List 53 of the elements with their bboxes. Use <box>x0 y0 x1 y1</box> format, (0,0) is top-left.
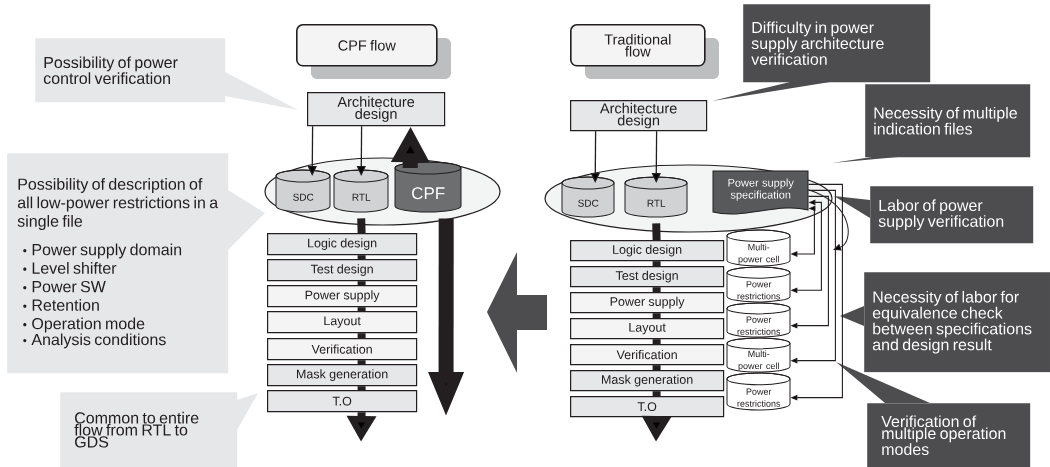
callout-box: Possibility of description of all low-power restrictions in a single file Power supply domain Level shifter Power SW Retention Operation mode Analysis conditions <box>7 153 265 374</box>
arrow <box>307 125 317 176</box>
database-cylinder: Power restrictions <box>726 266 791 303</box>
database-cylinder: SDC <box>275 169 331 213</box>
database-cylinder: RTL <box>333 169 389 213</box>
connector-line <box>357 386 366 390</box>
database-cylinder: CPF <box>394 161 462 213</box>
database-cylinder: Power restrictions <box>726 302 791 338</box>
process-box: Verification <box>570 344 725 366</box>
connector-line <box>652 287 661 292</box>
connector-line <box>652 391 661 396</box>
process-box: Test design <box>570 266 725 288</box>
database-cylinder: Multi-power cell <box>726 337 791 373</box>
process-box: Power supply <box>570 292 725 314</box>
process-box: Architecture design <box>570 100 708 132</box>
process-box: Test design <box>267 259 418 282</box>
callout-box: Possibility of power control verification <box>35 38 298 110</box>
connector-line <box>357 281 366 285</box>
callout-box: Difficulty in power supply architecture verification <box>712 4 931 101</box>
callout-box: Necessity of labor for equivalence check between specifications and design result <box>840 272 1050 373</box>
process-box: Mask generation <box>570 370 725 392</box>
flow-title-box: Traditional flow <box>570 24 719 79</box>
process-box: T.O <box>570 396 725 418</box>
connector-line <box>357 333 366 338</box>
process-box: Layout <box>570 318 725 340</box>
callout-box: Necessity of multiple indication files <box>832 84 1031 163</box>
connector-line <box>652 365 661 370</box>
arrow <box>651 130 661 183</box>
flow-title-box: CPF flow <box>296 24 451 79</box>
process-box: Mask generation <box>267 364 418 387</box>
process-box: Logic design <box>267 233 418 256</box>
connector-line <box>357 360 366 364</box>
database-cylinder: SDC <box>561 176 615 218</box>
callout-box: Labor of power supply verification <box>834 186 1034 244</box>
database-cylinder: Multi-power cell <box>726 229 791 267</box>
connector-line <box>652 261 661 266</box>
process-box: T.O <box>267 390 418 413</box>
callout-box: Common to entire flow from RTL to GDS <box>60 392 258 467</box>
connector-line <box>357 307 366 311</box>
callout-box: Verification of multiple operation modes <box>836 362 1031 467</box>
arrow <box>807 189 849 251</box>
connector-line <box>652 339 661 344</box>
connector-line <box>652 313 661 318</box>
process-box: Layout <box>267 311 418 334</box>
process-box: Power supply <box>267 285 418 308</box>
arrow <box>590 130 600 183</box>
connector-line <box>357 255 366 259</box>
database-cylinder: RTL <box>624 176 688 218</box>
node-label: Verification of multiple operation modes <box>881 415 1006 456</box>
process-box: Logic design <box>570 240 725 262</box>
process-box: Architecture design <box>307 92 446 127</box>
database-cylinder: Power restrictions <box>726 372 791 411</box>
process-box: Verification <box>267 338 418 361</box>
